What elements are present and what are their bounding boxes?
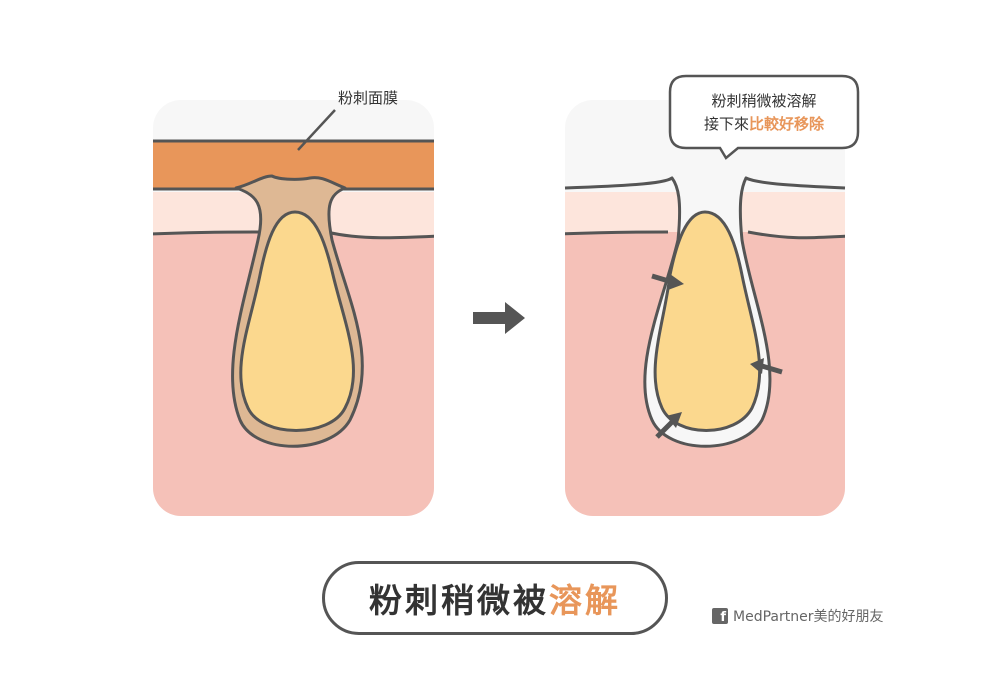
credit: f MedPartner美的好朋友 [712,606,883,626]
mask-label: 粉刺面膜 [338,89,398,107]
mask-callout-line [297,109,336,151]
bubble-line-1: 粉刺稍微被溶解 [711,92,816,110]
bubble-line-2: 接下來比較好移除 [704,115,825,133]
facebook-icon: f [712,608,728,624]
dissolve-arrow-icon [668,274,684,290]
dissolve-arrows [651,273,783,439]
credit-text: MedPartner美的好朋友 [733,609,884,625]
speech-bubble [668,74,860,160]
dissolve-arrow-icon [750,358,764,374]
title-accent: 溶解 [549,581,621,620]
sebum-plug [239,210,355,432]
right-arrow-icon [473,302,525,334]
title-text: 粉刺稍微被 [369,581,549,620]
title-box: 粉刺稍微被溶解 [322,561,668,635]
dissolve-arrow-icon [666,412,682,428]
